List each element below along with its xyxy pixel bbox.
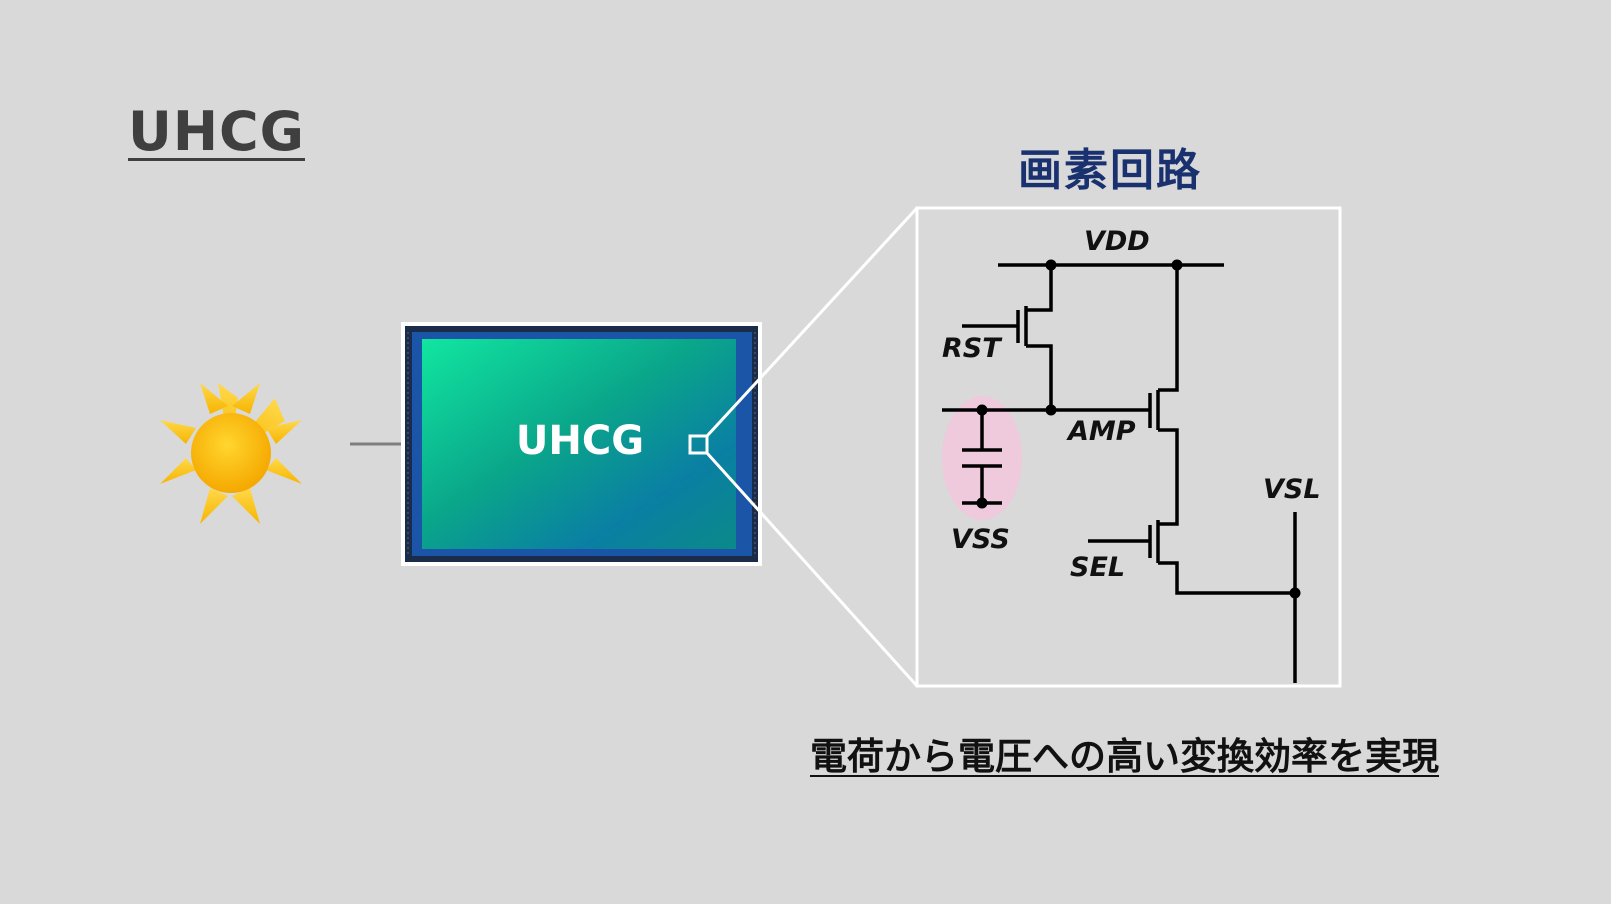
zoom-lines	[705, 206, 919, 688]
vsl-label: VSL	[1263, 474, 1321, 505]
vss-label: VSS	[951, 524, 1010, 555]
pixel-circuit-box	[915, 206, 1342, 688]
page-title: UHCG	[128, 100, 305, 163]
sensor-label: UHCG	[516, 418, 644, 464]
rst-label: RST	[942, 333, 1003, 364]
caption: 電荷から電圧への高い変換効率を実現	[810, 735, 1439, 778]
sun-icon	[160, 383, 302, 524]
pixel-marker	[688, 434, 709, 455]
amp-label: AMP	[1066, 416, 1136, 447]
circuit-junctions	[976, 259, 1301, 599]
sel-label: SEL	[1070, 552, 1125, 583]
capacitor-highlight	[942, 396, 1022, 520]
circuit-title: 画素回路	[1018, 145, 1202, 196]
vdd-label: VDD	[1084, 226, 1150, 257]
image-sensor-chip: UHCG	[401, 322, 762, 566]
